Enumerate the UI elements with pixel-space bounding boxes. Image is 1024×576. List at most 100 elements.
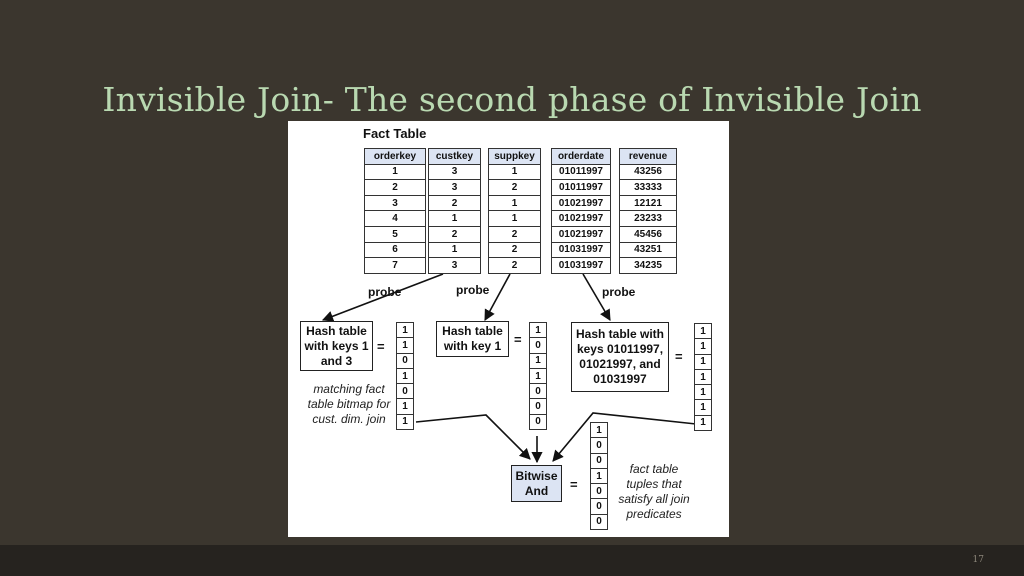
bitmap-orderdate: 1 1 1 1 1 1 1	[694, 322, 712, 432]
cell: 01011997	[551, 163, 611, 181]
equals-sign: =	[675, 349, 683, 364]
cell: 3	[428, 257, 481, 274]
fact-column-orderdate: orderdate 01011997 01011997 01021997 010…	[551, 148, 611, 274]
bit: 0	[590, 452, 608, 469]
bitmap3-to-and-arrow	[552, 412, 697, 462]
equals-sign: =	[514, 332, 522, 347]
equals-sign: =	[570, 477, 578, 492]
probe-arrow-suppkey	[484, 273, 511, 321]
fact-column-orderkey: orderkey 1 2 3 4 5 6 7	[364, 148, 426, 274]
bit: 1	[396, 321, 414, 339]
bit: 1	[396, 413, 414, 431]
cell: 01021997	[551, 225, 611, 243]
cell: 01021997	[551, 194, 611, 212]
invisible-join-diagram: Fact Table orderkey 1 2 3 4 5 6 7 custke…	[288, 121, 729, 537]
bit: 0	[529, 398, 547, 415]
bit: 0	[396, 352, 414, 369]
bit: 0	[529, 383, 547, 400]
hash-table-orderdate: Hash table with keys 01011997, 01021997,…	[571, 322, 669, 392]
bit: 1	[529, 352, 547, 369]
cell: 1	[488, 194, 541, 212]
cell: 01021997	[551, 210, 611, 227]
bitmap-suppkey: 1 0 1 1 0 0 0	[529, 321, 547, 431]
bit: 1	[396, 398, 414, 415]
result-note: fact table tuples that satisfy all join …	[618, 462, 690, 521]
bit: 1	[694, 322, 712, 340]
bit: 1	[694, 368, 712, 386]
cell: 1	[488, 163, 541, 181]
cell: 12121	[619, 194, 677, 212]
fact-table-title: Fact Table	[363, 126, 427, 141]
bit: 1	[590, 467, 608, 485]
probe-arrow-custkey	[321, 273, 444, 322]
cell: 33333	[619, 179, 677, 196]
cust-bitmap-note: matching fact table bitmap for cust. dim…	[307, 382, 391, 426]
cell: 43251	[619, 241, 677, 259]
probe-arrow-orderdate	[582, 273, 611, 321]
probe-label-custkey: probe	[368, 285, 402, 299]
hash-table-custkey: Hash table with keys 1 and 3	[300, 321, 373, 371]
bit: 1	[529, 367, 547, 385]
cell: 7	[364, 257, 426, 274]
cell: 01031997	[551, 241, 611, 259]
cell: 43256	[619, 163, 677, 181]
fact-column-custkey: custkey 3 3 2 1 2 1 3	[428, 148, 481, 274]
bitmap-custkey: 1 1 0 1 0 1 1	[396, 321, 414, 431]
slide-footer: 17	[0, 545, 1024, 576]
bit: 0	[590, 437, 608, 454]
bit: 0	[590, 483, 608, 500]
cell: 3	[428, 163, 481, 181]
cell: 5	[364, 225, 426, 243]
cell: 1	[428, 241, 481, 259]
cell: 1	[428, 210, 481, 227]
cell: 4	[364, 210, 426, 227]
cell: 2	[488, 257, 541, 274]
bit: 0	[396, 383, 414, 400]
column-header: orderkey	[364, 148, 426, 165]
bit: 1	[396, 367, 414, 385]
column-header: orderdate	[551, 148, 611, 165]
hash-table-suppkey: Hash table with key 1	[436, 321, 509, 357]
page-number: 17	[972, 555, 984, 565]
bitwise-and-box: Bitwise And	[511, 465, 562, 502]
cell: 3	[428, 179, 481, 196]
probe-label-suppkey: probe	[456, 283, 490, 297]
cell: 23233	[619, 210, 677, 227]
bit: 1	[694, 384, 712, 401]
bit: 0	[529, 337, 547, 354]
probe-label-orderdate: probe	[602, 285, 636, 299]
bit: 1	[396, 337, 414, 354]
column-header: suppkey	[488, 148, 541, 165]
bitmap1-to-and-arrow	[415, 414, 531, 460]
cell: 2	[428, 225, 481, 243]
equals-sign: =	[377, 339, 385, 354]
cell: 2	[364, 179, 426, 196]
cell: 01011997	[551, 179, 611, 196]
bit: 1	[694, 399, 712, 416]
fact-column-revenue: revenue 43256 33333 12121 23233 45456 43…	[619, 148, 677, 274]
cell: 3	[364, 194, 426, 212]
cell: 2	[428, 194, 481, 212]
cell: 45456	[619, 225, 677, 243]
bit: 1	[694, 338, 712, 355]
bit: 0	[529, 413, 547, 431]
cell: 2	[488, 241, 541, 259]
column-header: custkey	[428, 148, 481, 165]
bit: 0	[590, 513, 608, 531]
result-bitmap: 1 0 0 1 0 0 0	[590, 421, 608, 531]
cell: 2	[488, 225, 541, 243]
slide-title: Invisible Join- The second phase of Invi…	[102, 80, 922, 119]
cell: 1	[364, 163, 426, 181]
cell: 6	[364, 241, 426, 259]
bit: 1	[529, 321, 547, 339]
bit: 0	[590, 498, 608, 515]
cell: 01031997	[551, 257, 611, 274]
fact-column-suppkey: suppkey 1 2 1 1 2 2 2	[488, 148, 541, 274]
cell: 1	[488, 210, 541, 227]
bit: 1	[590, 421, 608, 439]
cell: 34235	[619, 257, 677, 274]
arrows-layer	[321, 273, 697, 464]
cell: 2	[488, 179, 541, 196]
bit: 1	[694, 353, 712, 370]
bit: 1	[694, 414, 712, 432]
